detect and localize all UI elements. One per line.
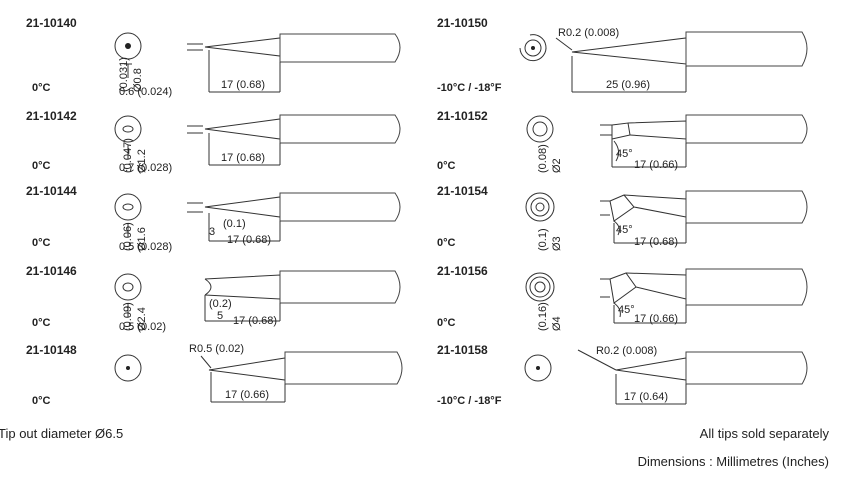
side-diameter: Ø4 [551,316,563,331]
side-diameter: Ø1.6 [136,227,148,251]
length-dimension: 17 (0.66) [225,389,269,401]
side-dimension: (0.047) [122,138,134,173]
side-dimension: (0.031) [118,57,130,92]
part-code: 21-10158 [437,343,488,357]
length-dimension: 17 (0.68) [233,315,277,327]
angle-label: 45° [618,304,635,316]
part-code: 21-10142 [26,109,77,123]
length-dimension: 17 (0.68) [227,234,271,246]
side-diameter: Ø1.2 [136,149,148,173]
small-dimension-b: (0.1) [223,218,246,230]
tip-drawing: (0.1) Ø3 45° 17 (0.68) [525,190,808,251]
temperature: 0°C [32,237,51,249]
part-code: 21-10152 [437,109,488,123]
tip-drawing: (0.031) Ø0.8 17 (0.68) 0.6 (0.024) [114,32,401,98]
part-code: 21-10140 [26,16,77,30]
side-dimension: (0.16) [537,302,549,331]
radius-label: R0.2 (0.008) [596,345,657,357]
tip-drawing: (0.047) Ø1.2 17 (0.68) 0.7 (0.028) [114,114,401,174]
temperature: -10°C / -18°F [437,82,502,94]
length-dimension: 17 (0.66) [634,313,678,325]
length-dimension: 17 (0.68) [221,79,265,91]
bottom-dimension: 0.6 (0.024) [119,86,172,98]
part-code: 21-10146 [26,264,77,278]
side-dimension: (0.1) [537,228,549,251]
tip-drawing: (0.16) Ø4 45° 17 (0.66) [525,268,808,331]
tip-drawing: (0.06) Ø1.6 3 (0.1) 17 (0.68) 0.5 (0.028… [114,192,401,253]
tip-drawing: (0.09) Ø2.4 (0.2) 5 17 (0.68) 0.5 (0.02) [114,270,401,333]
side-diameter: Ø2 [551,158,563,173]
units-note: Dimensions : Millimetres (Inches) [637,454,829,469]
side-dimension: (0.08) [537,144,549,173]
part-code: 21-10144 [26,184,77,198]
temperature: 0°C [32,317,51,329]
bottom-dimension: 0.7 (0.028) [119,162,172,174]
temperature: 0°C [32,160,51,172]
part-code: 21-10148 [26,343,77,357]
bottom-dimension: 0.5 (0.02) [119,321,166,333]
part-code: 21-10150 [437,16,488,30]
tip-drawing: R0.5 (0.02) 17 (0.66) [114,343,403,403]
temperature: 0°C [32,82,51,94]
side-diameter: Ø2.4 [136,307,148,331]
temperature: 0°C [437,237,456,249]
part-code: 21-10156 [437,264,488,278]
temperature: 0°C [437,160,456,172]
angle-label: 45° [616,224,633,236]
length-dimension: 25 (0.96) [606,79,650,91]
length-dimension: 17 (0.66) [634,159,678,171]
side-dimension: (0.06) [122,222,134,251]
tip-drawing: R0.2 (0.008) 17 (0.64) [524,345,808,405]
small-dimension-a: 3 [209,226,215,238]
sold-separately-note: All tips sold separately [699,426,829,441]
length-dimension: 17 (0.64) [624,391,668,403]
side-diameter: Ø0.8 [132,68,144,92]
temperature: -10°C / -18°F [437,395,502,407]
small-dimension-a: 5 [217,310,223,322]
bottom-dimension: 0.5 (0.028) [119,241,172,253]
tip-diameter-note: Tip out diameter Ø6.5 [0,426,124,441]
small-dimension-b: (0.2) [209,298,232,310]
tip-drawing: (0.08) Ø2 45° 17 (0.66) [526,114,808,173]
side-diameter: Ø3 [551,236,563,251]
temperature: 0°C [32,395,51,407]
angle-label: 45° [616,148,633,160]
part-code: 21-10154 [437,184,488,198]
length-dimension: 17 (0.68) [634,236,678,248]
temperature: 0°C [437,317,456,329]
side-dimension: (0.09) [122,302,134,331]
radius-label: R0.5 (0.02) [189,343,244,355]
radius-label: R0.2 (0.008) [558,27,619,39]
length-dimension: 17 (0.68) [221,152,265,164]
tip-drawing: R0.2 (0.008) 25 (0.96) [519,27,808,93]
